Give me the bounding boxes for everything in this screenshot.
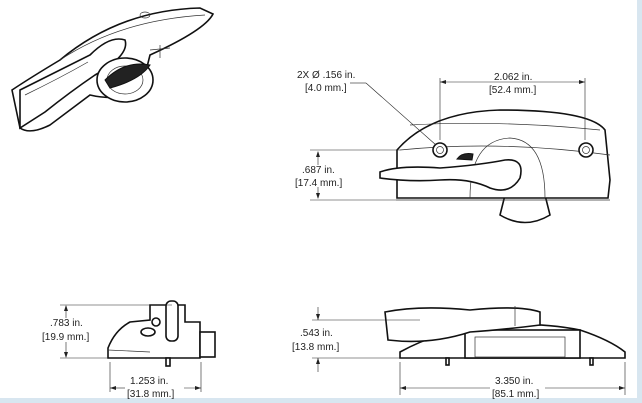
edge-height-mm: [13.8 mm.] [292, 342, 339, 353]
side-width-in: 1.253 in. [130, 376, 168, 387]
hole-spacing-mm: [52.4 mm.] [489, 85, 536, 96]
side-width-mm: [31.8 mm.] [127, 389, 174, 400]
hole-callout-mm: [4.0 mm.] [305, 83, 347, 94]
edge-length-mm: [85.1 mm.] [492, 389, 539, 400]
edge-length-in: 3.350 in. [495, 376, 533, 387]
front-view [379, 109, 611, 224]
isometric-view [11, 7, 215, 132]
edge-height-in: .543 in. [300, 328, 333, 339]
hole-spacing-in: 2.062 in. [494, 72, 532, 83]
front-height-in: .687 in. [302, 165, 335, 176]
side-height-in: .783 in. [50, 318, 83, 329]
side-dimensions: .783 in. [19.9 mm.] 1.253 in. [31.8 mm.] [42, 304, 202, 400]
front-dimensions: 2X Ø .156 in. [4.0 mm.] 2.062 in. [52.4 … [295, 70, 586, 201]
side-height-mm: [19.9 mm.] [42, 332, 89, 343]
front-height-mm: [17.4 mm.] [295, 178, 342, 189]
hole-callout-in: 2X Ø .156 in. [297, 70, 355, 81]
side-view [107, 300, 216, 367]
edge-view [384, 306, 626, 366]
edge-dimensions: .543 in. [13.8 mm.] 3.350 in. [85.1 mm.] [292, 307, 626, 400]
frame-right [637, 0, 642, 403]
frame-bottom [0, 398, 642, 403]
